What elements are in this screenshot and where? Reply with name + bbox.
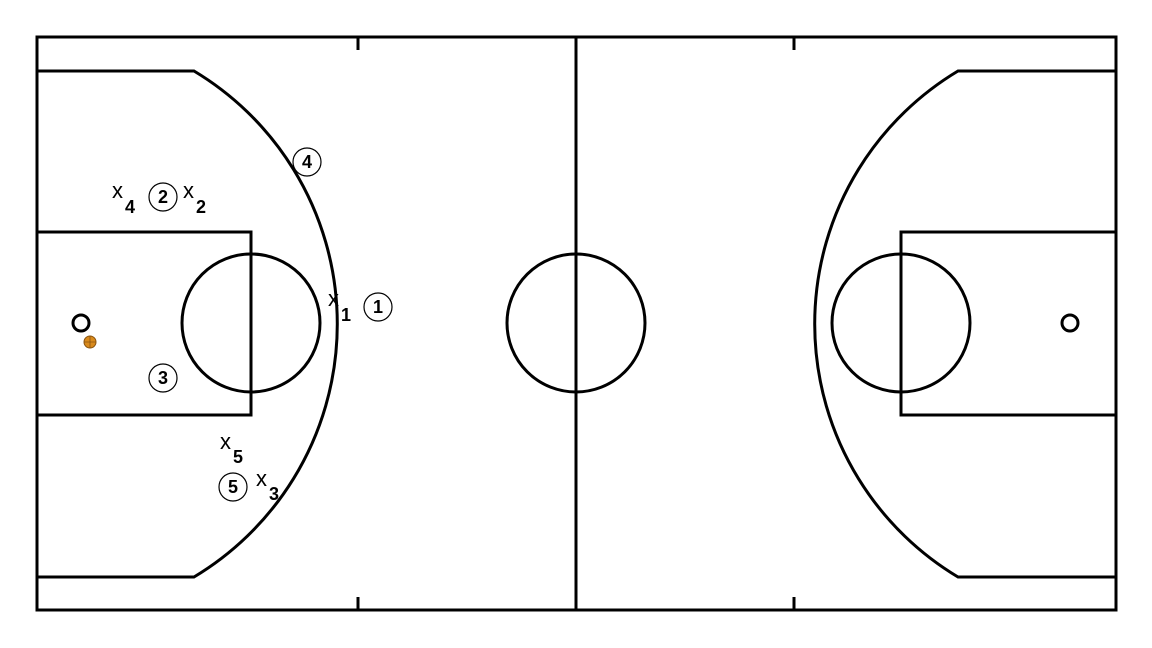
key-right (899, 230, 1118, 417)
defender-number: 3 (269, 484, 279, 504)
center-circle (505, 252, 647, 394)
player-number: 5 (228, 477, 238, 497)
free-throw-circle-right (830, 252, 972, 394)
defender-number: 4 (125, 197, 135, 217)
defender-number: 1 (341, 305, 351, 325)
three-point-line-right (813, 69, 1116, 579)
defender-mark: x (220, 429, 231, 454)
defender-number: 5 (233, 447, 243, 467)
hoop-right (1060, 313, 1080, 333)
free-throw-circle-left (180, 252, 322, 394)
offense-player-2: 2 (148, 182, 178, 212)
offense-player-1: 1 (363, 292, 393, 322)
defense-player-5: x 5 (220, 429, 243, 467)
player-number: 1 (373, 297, 383, 317)
hoop-left (71, 313, 91, 333)
defense-player-4: x 4 (112, 178, 135, 217)
basketball-icon (83, 335, 97, 349)
defender-number: 2 (196, 197, 206, 217)
key-left (35, 230, 253, 417)
defense-player-2: x 2 (183, 178, 206, 217)
player-number: 3 (158, 368, 168, 388)
defense-player-1: x 1 (328, 286, 351, 325)
player-number: 2 (158, 187, 168, 207)
defender-mark: x (183, 178, 194, 203)
defender-mark: x (112, 178, 123, 203)
defender-mark: x (256, 466, 267, 491)
player-number: 4 (302, 152, 312, 172)
offense-player-3: 3 (148, 363, 178, 393)
offense-player-5: 5 (218, 472, 248, 502)
defense-player-3: x 3 (256, 466, 279, 504)
offense-player-4: 4 (292, 147, 322, 177)
three-point-line-left (37, 69, 339, 579)
defender-mark: x (328, 286, 339, 311)
